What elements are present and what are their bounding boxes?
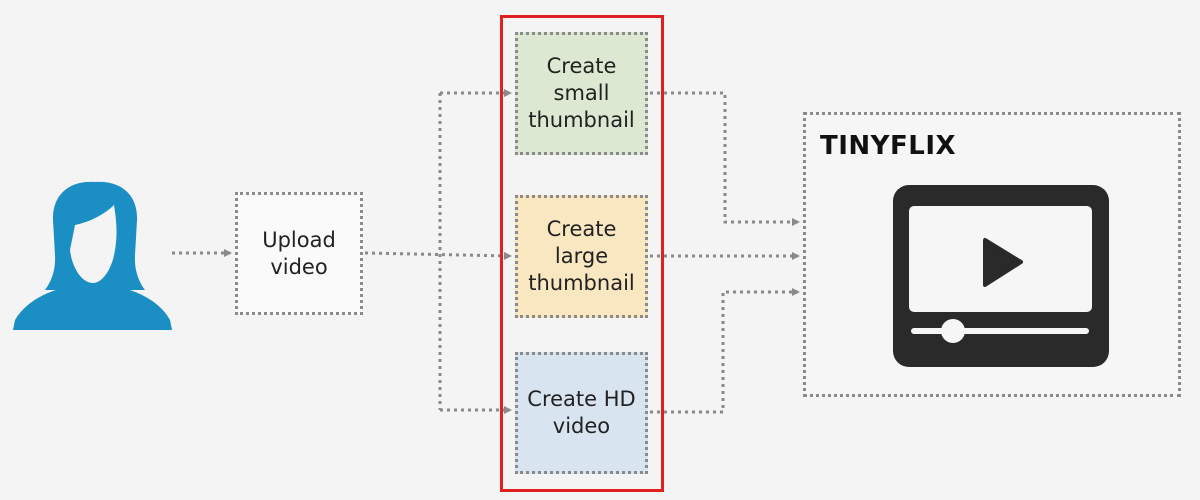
create-large-thumbnail-box: Create large thumbnail xyxy=(515,195,648,318)
create-small-thumbnail-label: Create small thumbnail xyxy=(528,54,635,132)
arrow-upload-to-large xyxy=(364,251,512,260)
tinyflix-box: TINYFLIX xyxy=(803,112,1181,397)
tinyflix-title: TINYFLIX xyxy=(820,131,957,161)
create-hd-video-box: Create HD video xyxy=(515,352,648,474)
create-small-thumbnail-box: Create small thumbnail xyxy=(515,32,648,155)
arrow-hd-to-tinyflix xyxy=(650,288,800,414)
video-player-icon xyxy=(893,185,1109,367)
highlight-frame xyxy=(500,15,664,492)
upload-video-label: Upload video xyxy=(262,227,336,279)
create-large-thumbnail-label: Create large thumbnail xyxy=(528,217,635,295)
arrow-small-to-tinyflix xyxy=(650,91,800,226)
create-hd-video-label: Create HD video xyxy=(527,387,636,438)
upload-video-box: Upload video xyxy=(235,192,363,315)
user-face xyxy=(70,205,117,283)
